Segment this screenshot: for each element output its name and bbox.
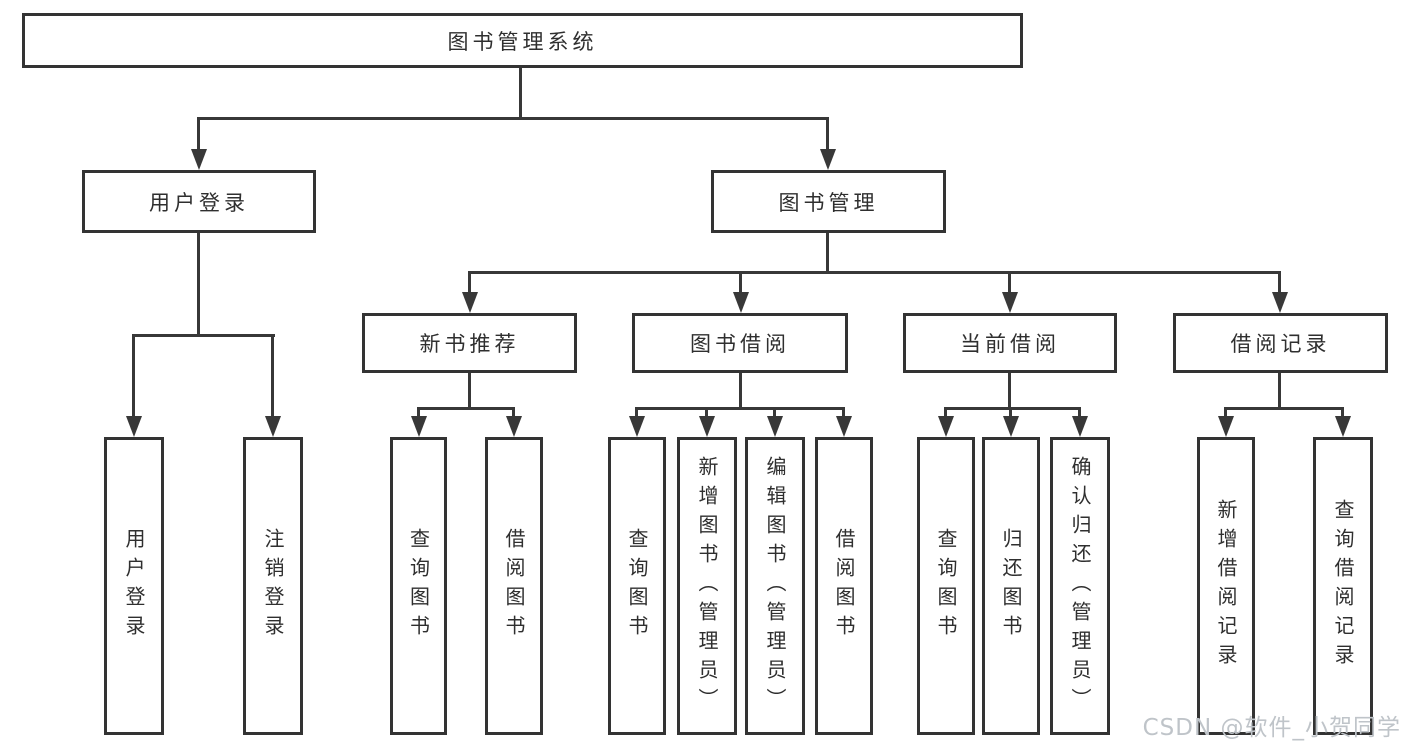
connector-line: [417, 407, 515, 410]
arrow-down-icon: [733, 292, 749, 313]
node-label: 当前借阅: [960, 332, 1060, 356]
connector-line: [826, 117, 829, 151]
connector-line: [1278, 373, 1281, 410]
leaf-add-books-admin: 新增图书（管理员）: [677, 437, 737, 735]
arrow-down-icon: [191, 149, 207, 170]
connector-line: [826, 233, 829, 274]
arrow-down-icon: [629, 416, 645, 437]
node-label: 用户登录: [122, 528, 146, 644]
arrow-down-icon: [767, 416, 783, 437]
connector-line: [842, 407, 845, 418]
connector-line: [271, 334, 274, 418]
node-label: 图书管理系统: [447, 29, 598, 54]
leaf-logout: 注销登录: [243, 437, 303, 735]
leaf-borrow-books-borrowing: 借阅图书: [815, 437, 873, 735]
connector-line: [1078, 407, 1081, 418]
node-label: 查询图书: [934, 528, 958, 644]
leaf-query-borrow-record: 查询借阅记录: [1313, 437, 1373, 735]
node-user-login: 用户登录: [82, 170, 316, 233]
connector-line: [468, 271, 471, 294]
connector-line: [1224, 407, 1227, 418]
connector-line: [468, 271, 1281, 274]
connector-line: [132, 334, 135, 418]
arrow-down-icon: [126, 416, 142, 437]
node-label: 用户登录: [149, 190, 249, 215]
connector-line: [133, 334, 275, 337]
node-book-management: 图书管理: [711, 170, 946, 233]
connector-line: [635, 407, 638, 418]
connector-line: [519, 68, 522, 120]
node-label: 图书借阅: [690, 332, 790, 356]
arrow-down-icon: [411, 416, 427, 437]
node-book-borrowing: 图书借阅: [632, 313, 848, 373]
arrow-down-icon: [938, 416, 954, 437]
connector-line: [705, 407, 708, 418]
connector-line: [1278, 271, 1281, 294]
leaf-edit-books-admin: 编辑图书（管理员）: [745, 437, 805, 735]
node-label: 确认归还（管理员）: [1068, 455, 1092, 717]
node-current-borrowing: 当前借阅: [903, 313, 1117, 373]
leaf-add-borrow-record: 新增借阅记录: [1197, 437, 1255, 735]
connector-line: [739, 271, 742, 294]
arrow-down-icon: [1218, 416, 1234, 437]
watermark: CSDN @软件_小贺同学: [1142, 715, 1401, 741]
node-label: 注销登录: [261, 528, 285, 644]
node-label: 借阅图书: [502, 528, 526, 644]
arrow-down-icon: [1335, 416, 1351, 437]
connector-line: [1224, 407, 1344, 410]
connector-line: [635, 407, 845, 410]
node-label: 借阅记录: [1230, 332, 1331, 356]
node-label: 新增图书（管理员）: [695, 455, 719, 717]
node-label: 归还图书: [999, 528, 1023, 644]
leaf-query-books-borrowing: 查询图书: [608, 437, 666, 735]
arrow-down-icon: [1002, 292, 1018, 313]
leaf-user-login: 用户登录: [104, 437, 164, 735]
node-label: 图书管理: [778, 190, 879, 215]
node-label: 借阅图书: [832, 528, 856, 644]
arrow-down-icon: [836, 416, 852, 437]
arrow-down-icon: [699, 416, 715, 437]
connector-line: [944, 407, 947, 418]
connector-line: [773, 407, 776, 418]
node-label: 新书推荐: [419, 332, 520, 356]
node-label: 查询借阅记录: [1331, 499, 1355, 673]
leaf-query-books-recommend: 查询图书: [390, 437, 447, 735]
connector-line: [1008, 373, 1011, 410]
connector-line: [1341, 407, 1344, 418]
connector-line: [417, 407, 420, 418]
connector-line: [944, 407, 1081, 410]
node-label: 编辑图书（管理员）: [763, 455, 787, 717]
connector-line: [197, 117, 829, 120]
connector-line: [1008, 271, 1011, 294]
arrow-down-icon: [1272, 292, 1288, 313]
leaf-confirm-return-admin: 确认归还（管理员）: [1050, 437, 1110, 735]
node-label: 新增借阅记录: [1214, 499, 1238, 673]
arrow-down-icon: [820, 149, 836, 170]
node-label: 查询图书: [406, 528, 431, 644]
connector-line: [512, 407, 515, 418]
arrow-down-icon: [1003, 416, 1019, 437]
connector-line: [468, 373, 471, 410]
arrow-down-icon: [1072, 416, 1088, 437]
arrow-down-icon: [506, 416, 522, 437]
node-label: 查询图书: [625, 528, 649, 644]
leaf-query-books-current: 查询图书: [917, 437, 975, 735]
leaf-borrow-books-recommend: 借阅图书: [485, 437, 543, 735]
node-library-management-system: 图书管理系统: [22, 13, 1023, 68]
connector-line: [197, 117, 200, 151]
connector-line: [1009, 407, 1012, 418]
arrow-down-icon: [265, 416, 281, 437]
leaf-return-books: 归还图书: [982, 437, 1040, 735]
node-new-book-recommendation: 新书推荐: [362, 313, 577, 373]
connector-line: [739, 373, 742, 410]
connector-line: [197, 233, 200, 337]
node-borrowing-records: 借阅记录: [1173, 313, 1388, 373]
arrow-down-icon: [462, 292, 478, 313]
